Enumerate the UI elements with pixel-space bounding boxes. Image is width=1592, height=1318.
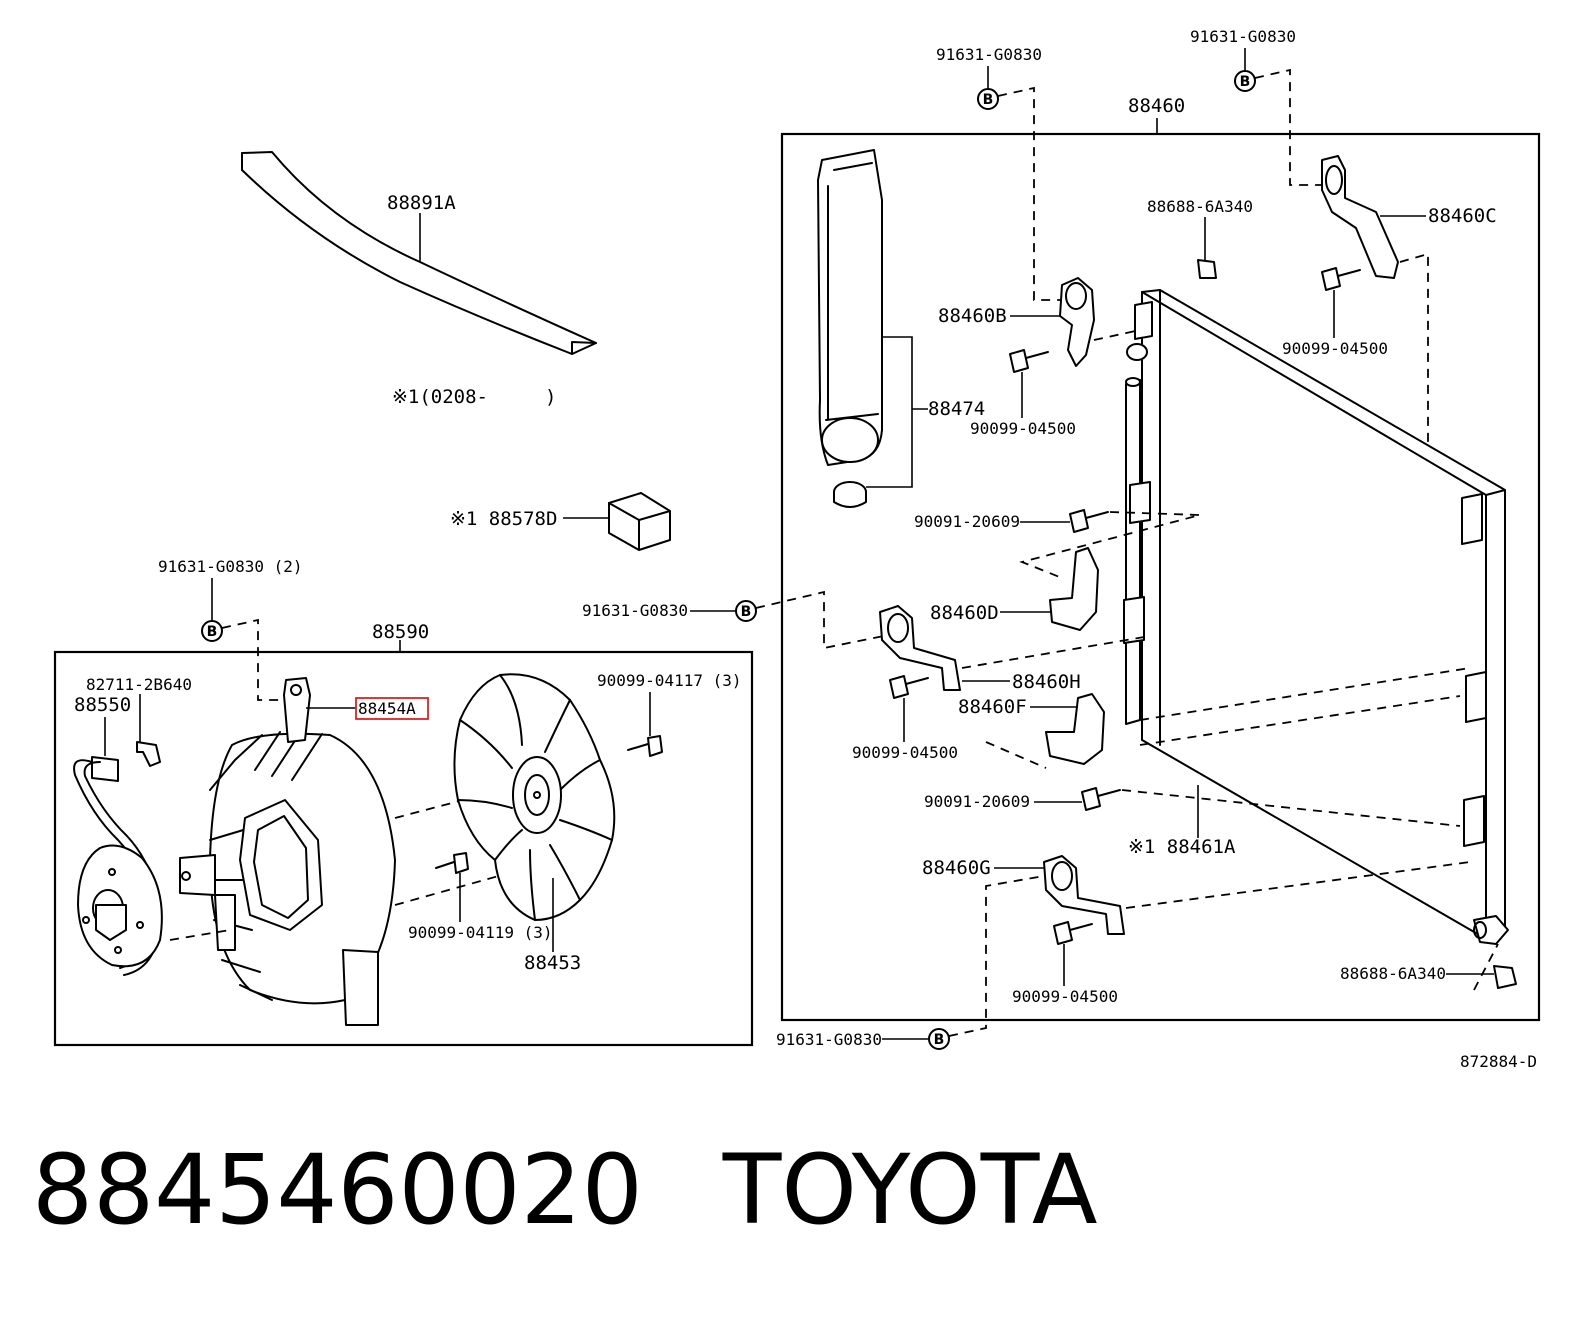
label-90099-04500-a: 90099-04500	[970, 419, 1076, 438]
b-marker-left	[201, 620, 223, 642]
label-91631-g0830-bottom: 91631-G0830	[776, 1030, 882, 1049]
label-88590: 88590	[372, 621, 429, 643]
b-marker-bottom	[928, 1028, 950, 1050]
label-88688-6a340-top: 88688-6A340	[1147, 197, 1253, 216]
fan-shroud-assembly-box	[53, 650, 754, 1047]
screw-90099-04119	[435, 852, 469, 874]
bracket-88460c	[1321, 155, 1399, 279]
b-marker-bottom-text: B	[934, 1032, 945, 1048]
bracket-88460b	[1059, 277, 1095, 367]
clip-82711	[136, 741, 161, 767]
b-marker-top2	[1234, 70, 1256, 92]
label-88460d: 88460D	[930, 602, 999, 624]
footer: 8845460020 TOYOTA	[32, 1130, 1098, 1250]
brand-name: TOYOTA	[722, 1134, 1098, 1246]
b-marker-mid	[735, 600, 757, 622]
label-88453: 88453	[524, 952, 581, 974]
label-90099-04117: 90099-04117 (3)	[597, 671, 742, 690]
seal-strip-88891a	[241, 151, 597, 355]
label-88454a: 88454A	[358, 699, 416, 718]
label-90091-20609-b: 90091-20609	[924, 792, 1030, 811]
bracket-88460d	[1049, 547, 1099, 631]
label-91631-g0830-top1: 91631-G0830	[936, 45, 1042, 64]
b-marker-left-text: B	[207, 624, 218, 640]
b-marker-top1	[977, 88, 999, 110]
fan-88453	[453, 673, 616, 921]
label-88460h: 88460H	[1012, 671, 1081, 693]
highlight-88454a	[355, 697, 429, 720]
b-marker-top1-text: B	[983, 92, 994, 108]
label-88891a: 88891A	[387, 192, 456, 214]
label-90091-20609-a: 90091-20609	[914, 512, 1020, 531]
label-90099-04500-c: 90099-04500	[852, 743, 958, 762]
b-marker-top2-text: B	[1240, 74, 1251, 90]
bolt-90099-04500-a	[1009, 349, 1049, 373]
drawing-number: 872884-D	[1460, 1052, 1537, 1071]
bolt-90099-04500-c	[889, 675, 929, 699]
screw-90099-04117	[627, 735, 663, 757]
block-88578d	[563, 492, 671, 551]
label-88550: 88550	[74, 694, 131, 716]
label-88460g: 88460G	[922, 857, 991, 879]
label-88460: 88460	[1128, 95, 1185, 117]
part-number: 8845460020	[32, 1134, 643, 1246]
label-82711-2b640: 82711-2B640	[86, 675, 192, 694]
label-90099-04119: 90099-04119 (3)	[408, 923, 553, 942]
bracket-88460g	[1043, 855, 1125, 935]
label-91631-g0830-top2: 91631-G0830	[1190, 27, 1296, 46]
bolt-90099-04500-b	[1321, 267, 1361, 291]
label-88688-6a340-bottom: 88688-6A340	[1340, 964, 1446, 983]
bolt-90099-04500-d	[1053, 921, 1093, 945]
fan-motor	[77, 844, 163, 968]
receiver-dryer-88474	[817, 149, 883, 508]
bracket-88460h	[879, 605, 961, 691]
label-90099-04500-d: 90099-04500	[1012, 987, 1118, 1006]
label-88460f: 88460F	[958, 696, 1027, 718]
clip-88688-bottom	[1493, 965, 1517, 989]
bolt-90091-20609-a	[1069, 509, 1109, 533]
label-88474: 88474	[928, 398, 985, 420]
bracket-88460f	[1045, 693, 1105, 765]
label-90099-04500-b: 90099-04500	[1282, 339, 1388, 358]
condenser-assembly-box	[780, 132, 1541, 1022]
label-88460b: 88460B	[938, 305, 1007, 327]
clip-88688-top	[1197, 259, 1217, 279]
fan-shroud	[179, 677, 396, 1026]
label-91631-g0830-2: 91631-G0830 (2)	[158, 557, 303, 576]
parts-diagram: 88891A ※1(0208- ) ※1 88578D 91631-G0830 …	[53, 27, 1541, 1071]
label-note-0208: ※1(0208- )	[392, 386, 556, 408]
b-marker-mid-text: B	[741, 604, 752, 620]
label-88578d: ※1 88578D	[450, 508, 557, 530]
bolt-90091-20609-b	[1081, 787, 1121, 811]
label-88460c: 88460C	[1428, 205, 1497, 227]
label-91631-g0830-mid: 91631-G0830	[582, 601, 688, 620]
label-88461a: ※1 88461A	[1128, 836, 1236, 858]
